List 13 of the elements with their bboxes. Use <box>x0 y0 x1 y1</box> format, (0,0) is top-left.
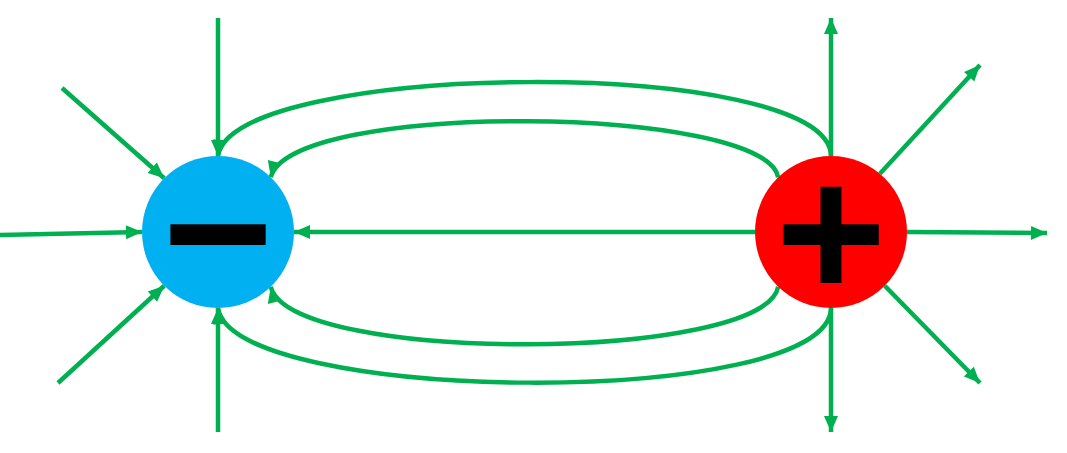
charge-sign: + <box>775 137 887 327</box>
field-line-arrow <box>824 18 838 156</box>
field-line-arrow <box>294 225 755 239</box>
charge-sign: − <box>162 137 274 327</box>
field-line-arrow <box>60 86 166 180</box>
field-line-arrow <box>907 225 1047 240</box>
field-line-arrow <box>824 308 838 432</box>
field-line-arrow <box>56 284 166 385</box>
field-line-arrow <box>0 225 143 240</box>
field-line-arrow <box>269 118 780 179</box>
field-line-arrow <box>878 63 982 176</box>
field-line-arrow <box>269 285 781 347</box>
field-line-arrow <box>883 284 982 385</box>
